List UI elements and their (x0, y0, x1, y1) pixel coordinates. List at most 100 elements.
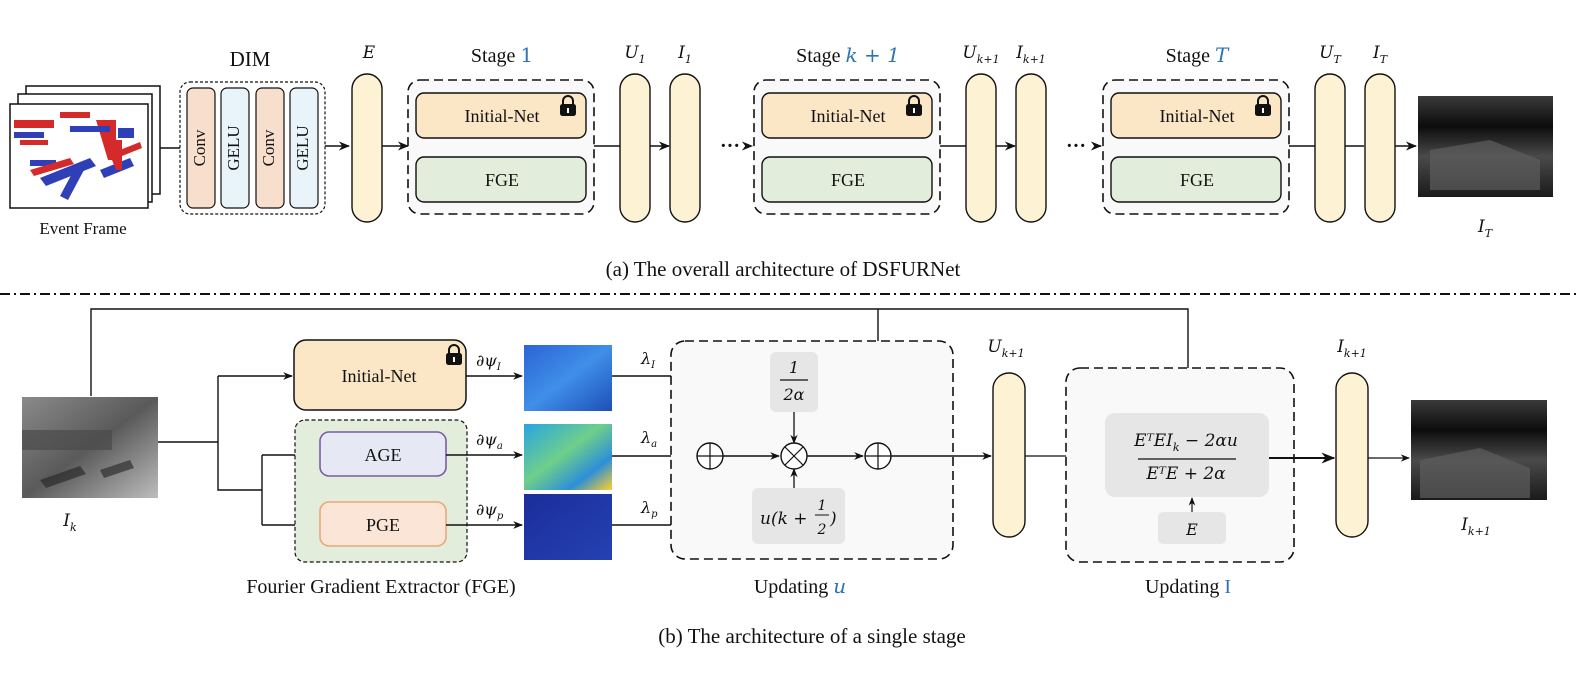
e-input-label: E (1185, 520, 1198, 539)
dim-layer-gelu (220, 87, 250, 209)
fge-label: FGE (1180, 170, 1214, 190)
initial-net-block (761, 92, 933, 139)
fge-caption: Fourier Gradient Extractor (FGE) (246, 576, 515, 598)
initial-net-block (415, 92, 587, 139)
pge-label: PGE (366, 515, 400, 535)
initial-net-label: Initial-Net (465, 106, 540, 126)
dim-layer-label: Conv (190, 129, 209, 166)
gradient-label: ∂ψp (476, 500, 504, 522)
i-label: IT (1372, 43, 1389, 66)
gradient-label: ∂ψI (476, 351, 502, 373)
gradient-map-p (524, 494, 612, 560)
gradient-map-I (524, 345, 612, 411)
formula-denominator: EᵀE + 2α (1145, 464, 1226, 484)
feature-bar-e (351, 73, 383, 223)
fge-label: FGE (831, 170, 865, 190)
i-label: Ik+1 (1015, 43, 1046, 66)
output-label-it: IT (1477, 217, 1494, 240)
feature-bar-u (619, 73, 651, 223)
dim-block (179, 81, 326, 215)
caption-a: (a) The overall architecture of DSFURNet (606, 257, 961, 281)
dim-layer-label: Conv (259, 129, 278, 166)
u-half-den: 2 (817, 522, 827, 538)
fge-block (1110, 156, 1282, 203)
e-label: E (362, 43, 376, 63)
caption-b: (b) The architecture of a single stage (658, 624, 965, 648)
scale-denominator: 2α (783, 385, 805, 404)
feature-bar-i-out (1335, 372, 1369, 538)
skip-connection-ik (90, 308, 1192, 411)
lock-icon (906, 95, 922, 116)
initial-net-label: Initial-Net (1160, 106, 1235, 126)
initial-net-label: Initial-Net (811, 106, 886, 126)
dim-layer-label: GELU (224, 125, 243, 170)
gradient-row-p: ∂ψp λp (446, 469, 714, 560)
u-label: UT (1319, 43, 1342, 66)
lock-icon (560, 95, 576, 116)
u-out-label: Uk+1 (987, 337, 1024, 360)
update-i-caption: Updating I (1145, 576, 1231, 598)
multiply-node (780, 442, 808, 470)
i-out-label: Ik+1 (1336, 337, 1367, 360)
gradient-row-a: ∂ψa λa (446, 424, 696, 490)
output-label-ik1: Ik+1 (1460, 515, 1491, 538)
update-u-block (670, 340, 954, 560)
ellipsis: ··· (1066, 135, 1086, 157)
gradient-row-I: ∂ψI λI (466, 345, 714, 443)
lock-icon (446, 344, 462, 365)
stage-title: Stage k + 1 (796, 43, 900, 67)
feature-bar-i (669, 73, 701, 223)
scale-numerator: 1 (789, 358, 799, 377)
stage-title: Stage 1 (471, 43, 533, 67)
update-i-formula-box (1105, 413, 1269, 497)
u-label: Uk+1 (962, 43, 999, 66)
dim-layer-gelu (289, 87, 319, 209)
dim-layer-label: GELU (293, 125, 312, 170)
fge-block (761, 156, 933, 203)
fge-label: FGE (485, 170, 519, 190)
initial-net-label: Initial-Net (342, 366, 417, 386)
u-half-box (752, 488, 845, 544)
age-block (319, 431, 447, 477)
initial-net-block (1110, 92, 1282, 139)
connector (217, 376, 262, 491)
lambda-label: λp (640, 498, 658, 520)
ellipsis: ··· (720, 135, 740, 157)
gradient-map-a (524, 424, 612, 490)
pge-block (319, 501, 447, 547)
initial-net-block (293, 339, 467, 411)
feature-bar-u (965, 73, 997, 223)
sum-node-residual (864, 442, 892, 470)
feature-bar-u (1314, 73, 1346, 223)
event-frame-label: Event Frame (39, 219, 126, 238)
gradient-label: ∂ψa (476, 430, 503, 452)
event-frame-stack (9, 85, 161, 209)
dim-title: DIM (230, 47, 271, 71)
formula-numerator: EᵀEIk − 2αu (1133, 431, 1238, 454)
lambda-label: λa (640, 428, 657, 450)
i-label: I1 (677, 43, 692, 66)
feature-bar-i (1364, 73, 1396, 223)
age-label: AGE (365, 445, 402, 465)
feature-bar-u-out (992, 372, 1026, 538)
lock-icon (1255, 95, 1271, 116)
lambda-label: λI (640, 349, 656, 371)
feature-bar-i (1015, 73, 1047, 223)
sum-node-gradients (696, 442, 724, 470)
update-u-caption: Updating u (754, 574, 846, 598)
u-half-suffix: ) (829, 509, 837, 529)
dim-layer-conv (186, 87, 216, 209)
dim-layer-conv (255, 87, 285, 209)
u-label: U1 (624, 43, 645, 66)
scale-factor-box (770, 352, 818, 412)
stage-title: Stage T (1166, 43, 1230, 67)
u-half-num: 1 (818, 498, 827, 514)
e-input-box (1158, 512, 1226, 544)
u-half-label: u(k + (760, 509, 808, 529)
fge-block (415, 156, 587, 203)
input-label-ik: Ik (62, 511, 77, 534)
